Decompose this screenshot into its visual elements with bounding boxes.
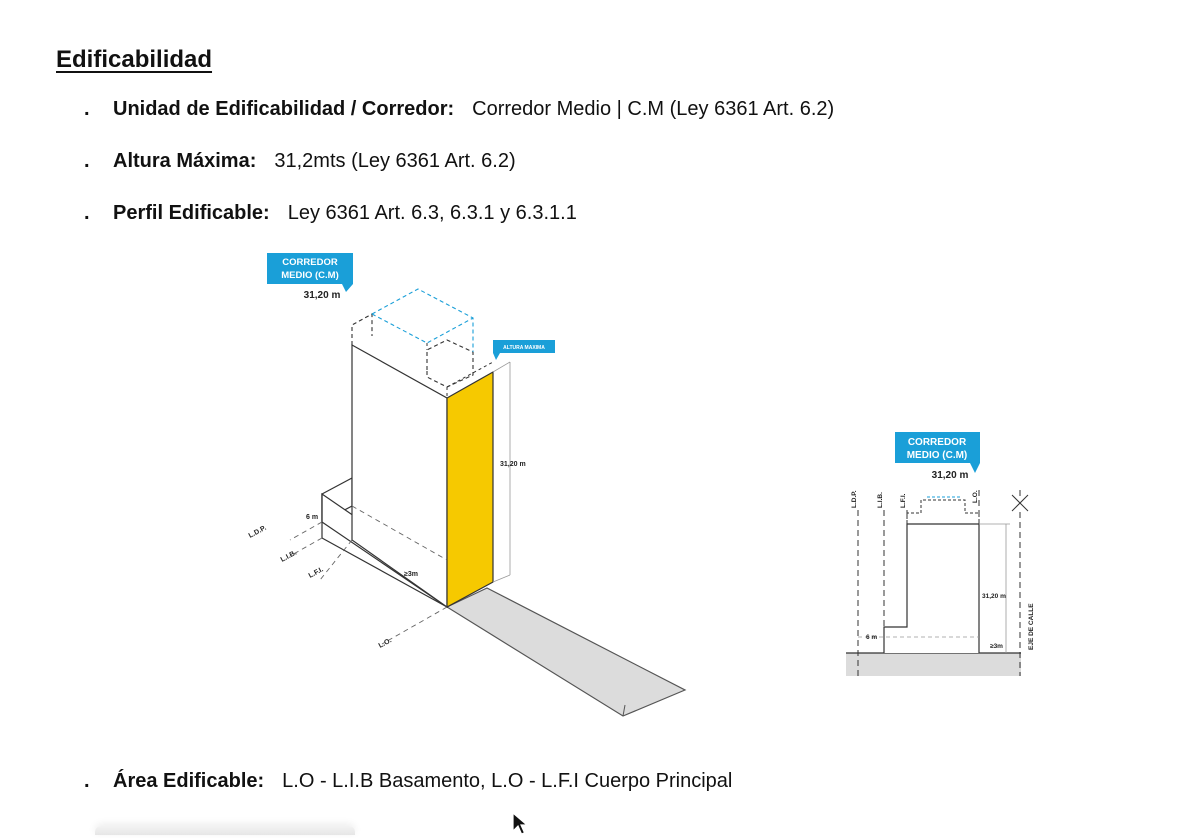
- bottom-toolbar-edge: [95, 826, 355, 835]
- sec-setback: ≥3m: [990, 643, 1003, 650]
- max-height-tag: [493, 340, 555, 360]
- sec-height-label: 31,20 m: [982, 593, 1006, 600]
- item-value: 31,2mts (Ley 6361 Art. 6.2): [274, 150, 516, 172]
- list-item-corredor: . Unidad de Edificabilidad / Corredor: Cor…: [84, 98, 834, 121]
- sec-tag-height: 31,20 m: [932, 470, 969, 481]
- iso-height-label: 31,20 m: [500, 461, 526, 468]
- item-value: Corredor Medio | C.M (Ley 6361 Art. 6.2): [472, 98, 835, 120]
- bullet: .: [84, 202, 90, 224]
- section-building: [883, 523, 980, 653]
- sec-corredor-tag: [895, 432, 980, 473]
- list-item-area: . Área Edificable: L.O - L.I.B Basamento, …: [84, 770, 732, 793]
- item-label: Área Edificable:: [113, 770, 265, 792]
- sec-tag-line1: CORREDOR: [908, 437, 967, 448]
- ground: [846, 653, 1021, 676]
- street-axis-icon: [1011, 490, 1029, 512]
- iso-max-height-tag: ALTURA MAXIMA: [503, 345, 545, 351]
- sec-line-lfi: L.F.I.: [900, 493, 907, 508]
- sidewalk: [445, 587, 687, 717]
- bullet: .: [84, 770, 90, 792]
- sec-line-lib: L.I.B.: [877, 492, 884, 508]
- iso-setback: ≥3m: [404, 571, 418, 578]
- item-value: L.O - L.I.B Basamento, L.O - L.F.I Cuerp…: [282, 770, 733, 792]
- iso-base-height: 6 m: [306, 514, 318, 521]
- item-label: Unidad de Edificabilidad / Corredor:: [113, 98, 455, 120]
- sec-street-axis: EJE DE CALLE: [1028, 603, 1035, 650]
- section-title: Edificabilidad: [56, 46, 213, 73]
- iso-tag-line1: CORREDOR: [282, 257, 338, 268]
- mouse-cursor-icon: [512, 812, 529, 835]
- iso-tag-height: 31,20 m: [304, 290, 341, 301]
- bullet: .: [84, 150, 90, 172]
- sec-line-lo: L.O.: [972, 490, 979, 503]
- sec-tag-line2: MEDIO (C.M): [907, 450, 968, 461]
- corredor-tag: [267, 253, 353, 292]
- item-label: Altura Máxima:: [113, 150, 257, 172]
- item-label: Perfil Edificable:: [113, 202, 270, 224]
- list-item-altura: . Altura Máxima: 31,2mts (Ley 6361 Art. 6.…: [84, 150, 516, 173]
- bullet: .: [84, 98, 90, 120]
- item-value: Ley 6361 Art. 6.3, 6.3.1 y 6.3.1.1: [287, 202, 577, 224]
- iso-tag-line2: MEDIO (C.M): [281, 270, 339, 281]
- sec-line-ldp: L.D.P.: [851, 490, 858, 508]
- list-item-perfil: . Perfil Edificable: Ley 6361 Art. 6.3, 6.…: [84, 202, 577, 225]
- sec-base-height: 6 m: [866, 634, 877, 641]
